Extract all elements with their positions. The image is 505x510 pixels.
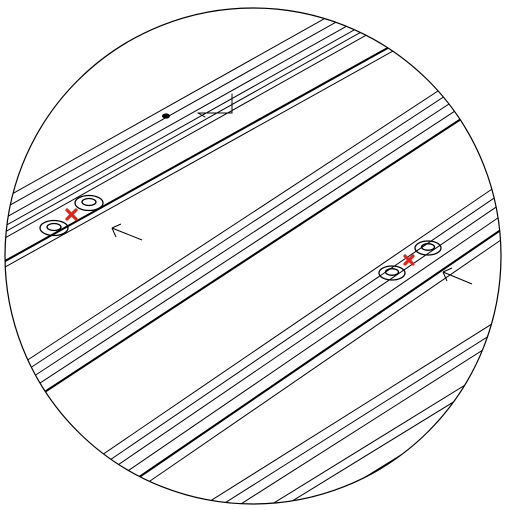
washer-icon (74, 194, 104, 212)
detail-circle-border (4, 7, 502, 505)
arrow-left-icon (442, 267, 473, 285)
upper-left-fastener-pair (39, 194, 104, 237)
hole-dot (162, 113, 170, 119)
red-x-icon (403, 254, 415, 266)
washer-icon (39, 219, 69, 237)
top-rail (5, 8, 421, 282)
washer-icon (414, 240, 442, 256)
middle-rail (19, 69, 491, 396)
red-x-icon (65, 208, 78, 221)
lower-rail (79, 169, 501, 504)
lower-right-fastener-pair (378, 240, 442, 281)
washer-icon (378, 265, 406, 281)
arrow-left-icon (111, 223, 143, 241)
bottom-rail (179, 299, 501, 504)
